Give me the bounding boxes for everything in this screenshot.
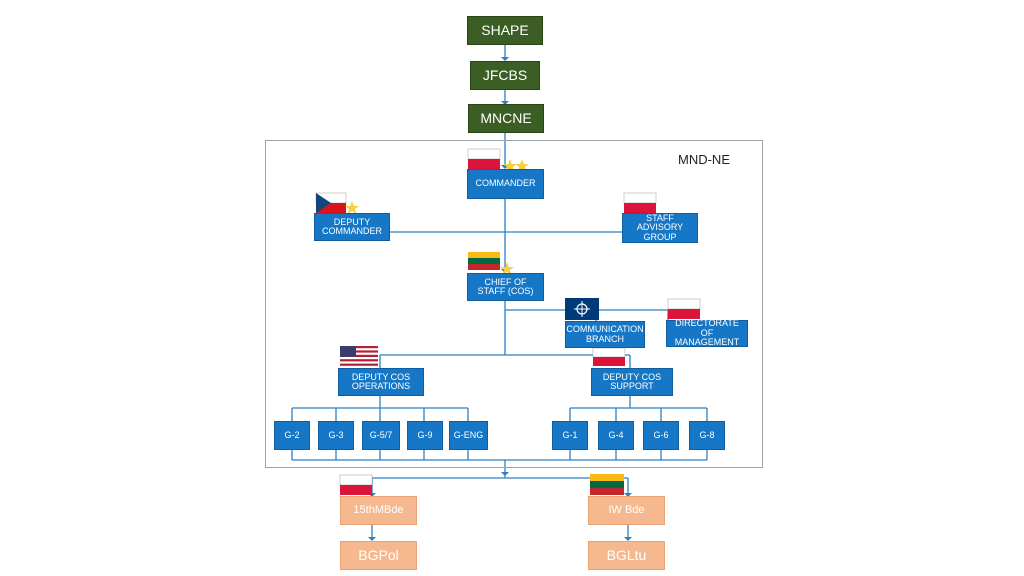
flag-lithuania-iwbde: [590, 474, 624, 495]
shape-box[interactable]: SHAPE: [467, 16, 543, 45]
mnd-ne-frame: [265, 140, 763, 468]
deputy-cos-support-line-2: SUPPORT: [610, 381, 654, 391]
directorate-line-1: DIRECTORATE OF: [675, 318, 739, 338]
communication-branch-line-2: BRANCH: [585, 333, 624, 344]
deputy-cos-ops-line-1: DEPUTY COS: [351, 371, 411, 382]
battlegroup-bgpol-box[interactable]: BGPol: [340, 541, 417, 570]
flag-poland-staff-advisory: [623, 192, 657, 213]
deputy-cos-operations-box[interactable]: DEPUTY COS OPERATIONS: [338, 368, 424, 396]
flag-nato-communication: [565, 298, 599, 320]
communication-branch-box[interactable]: COMMUNICATION BRANCH: [565, 321, 645, 348]
flag-poland-deputy-support: [592, 347, 626, 366]
staff-advisory-line-3: GROUP: [643, 231, 677, 242]
mncne-box[interactable]: MNCNE: [468, 104, 544, 133]
star-icon: [503, 159, 529, 172]
directorate-of-management-box[interactable]: DIRECTORATE OF MANAGEMENT: [666, 318, 748, 348]
deputy-cos-support-box[interactable]: DEPUTY COS SUPPORT: [591, 368, 673, 396]
deputy-cos-ops-line-2: OPERATIONS: [351, 381, 411, 391]
directorate-line-2: MANAGEMENT: [674, 337, 740, 348]
commander-box[interactable]: COMMANDER: [467, 169, 544, 199]
chief-of-staff-box[interactable]: CHIEF OF STAFF (COS): [467, 273, 544, 301]
staff-advisory-line-1: STAFF: [646, 212, 674, 223]
frame-label: MND-NE: [678, 152, 730, 167]
g4-cell[interactable]: G-4: [598, 421, 634, 450]
flag-poland-15thmbde: [339, 474, 373, 495]
g6-cell[interactable]: G-6: [643, 421, 679, 450]
g9-cell[interactable]: G-9: [407, 421, 443, 450]
deputy-commander-box[interactable]: DEPUTY COMMANDER: [314, 213, 390, 241]
flag-poland-directorate: [667, 298, 701, 319]
deputy-cos-support-line-1: DEPUTY COS: [602, 371, 662, 382]
flag-poland-commander: [467, 148, 501, 169]
staff-advisory-line-2: ADVISORY: [636, 222, 684, 233]
battlegroup-bgltu-box[interactable]: BGLtu: [588, 541, 665, 570]
staff-advisory-group-box[interactable]: STAFF ADVISORY GROUP: [622, 213, 698, 243]
flag-usa-deputy-ops: [340, 346, 378, 366]
chief-of-staff-line-2: STAFF (COS): [477, 286, 534, 296]
brigade-15thmbde-box[interactable]: 15thMBde: [340, 496, 417, 525]
star-icon: [345, 201, 359, 214]
brigade-iwbde-box[interactable]: IW Bde: [588, 496, 665, 525]
g57-cell[interactable]: G-5/7: [362, 421, 400, 450]
g1-cell[interactable]: G-1: [552, 421, 588, 450]
chief-of-staff-line-1: CHIEF OF: [484, 276, 527, 287]
deputy-commander-line-1: DEPUTY: [333, 216, 371, 227]
jfcbs-box[interactable]: JFCBS: [470, 61, 540, 90]
g2-cell[interactable]: G-2: [274, 421, 310, 450]
geng-cell[interactable]: G-ENG: [449, 421, 488, 450]
g8-cell[interactable]: G-8: [689, 421, 725, 450]
star-icon: [500, 262, 514, 275]
flag-czech-deputy: [315, 192, 347, 213]
g3-cell[interactable]: G-3: [318, 421, 354, 450]
communication-branch-line-1: COMMUNICATION: [566, 324, 644, 335]
flag-lithuania-cos: [468, 252, 500, 270]
deputy-commander-line-2: COMMANDER: [322, 226, 382, 236]
